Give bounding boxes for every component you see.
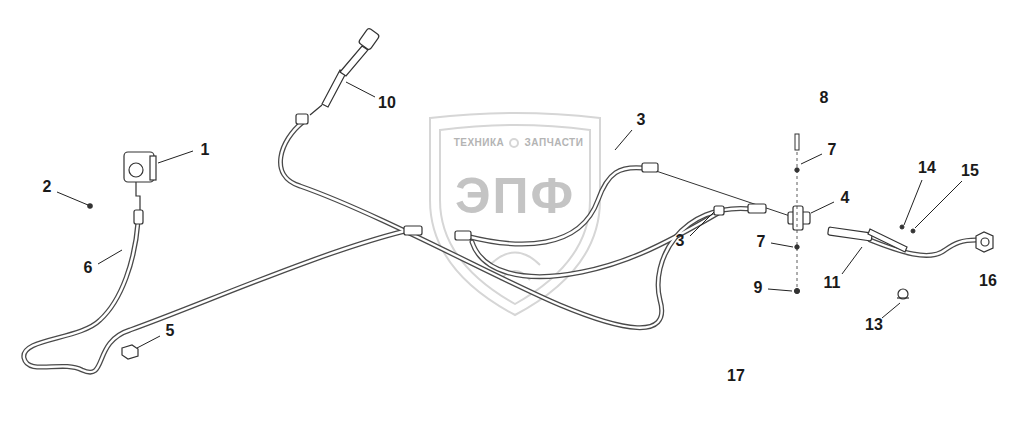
bolt-stack bbox=[794, 134, 915, 294]
callout-number: 10 bbox=[378, 95, 396, 111]
callout-number: 3 bbox=[637, 112, 646, 128]
callout-number: 13 bbox=[865, 317, 883, 333]
callout-number: 7 bbox=[828, 142, 837, 158]
callout-number: 7 bbox=[757, 234, 766, 250]
leader-lines bbox=[57, 82, 962, 348]
callout-number: 9 bbox=[754, 280, 763, 296]
callout-number: 3 bbox=[676, 233, 685, 249]
watermark-text: ЗАПЧАСТИ bbox=[524, 138, 585, 148]
callout-number: 16 bbox=[979, 273, 997, 289]
callout-number: 5 bbox=[166, 323, 175, 339]
callout-number: 17 bbox=[727, 368, 745, 384]
watermark-text: ЭПФ bbox=[455, 171, 575, 221]
watermark-text: ТЕХНИКА bbox=[453, 138, 506, 148]
callout-number: 15 bbox=[961, 163, 979, 179]
callout-number: 2 bbox=[43, 179, 52, 195]
hoses bbox=[24, 122, 976, 372]
callout-number: 6 bbox=[84, 260, 93, 276]
callout-number: 14 bbox=[918, 160, 936, 176]
fittings bbox=[88, 28, 993, 359]
callout-number: 11 bbox=[824, 275, 841, 291]
callout-number: 1 bbox=[201, 142, 210, 158]
callout-number: 8 bbox=[820, 90, 829, 106]
callout-number: 4 bbox=[841, 190, 850, 206]
